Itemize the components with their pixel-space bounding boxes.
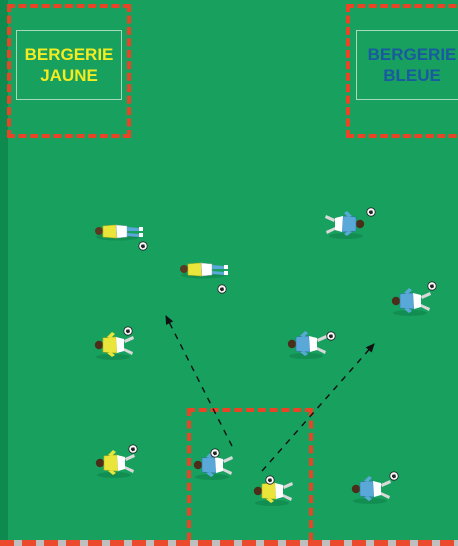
- ball-icon: [129, 445, 137, 453]
- player-blue-5: [352, 476, 391, 504]
- player-yellow-lying-1: [95, 225, 143, 241]
- player-yellow-lying-2: [180, 263, 228, 279]
- pass-arrow-left: [166, 316, 232, 446]
- player-yellow-1: [95, 332, 134, 360]
- ball-icon: [266, 476, 274, 484]
- player-yellow-2: [96, 450, 135, 478]
- ball-icon: [428, 282, 436, 290]
- ball-icon: [367, 208, 375, 216]
- ball-icon: [124, 327, 132, 335]
- ball-icon: [218, 285, 226, 293]
- pass-arrow-right: [262, 344, 374, 471]
- player-blue-3: [392, 288, 431, 316]
- ball-icon: [327, 332, 335, 340]
- player-blue-1: [325, 211, 364, 239]
- player-blue-2: [288, 331, 327, 359]
- ball-icon: [139, 242, 147, 250]
- ball-icon: [211, 449, 219, 457]
- ball-icon: [390, 472, 398, 480]
